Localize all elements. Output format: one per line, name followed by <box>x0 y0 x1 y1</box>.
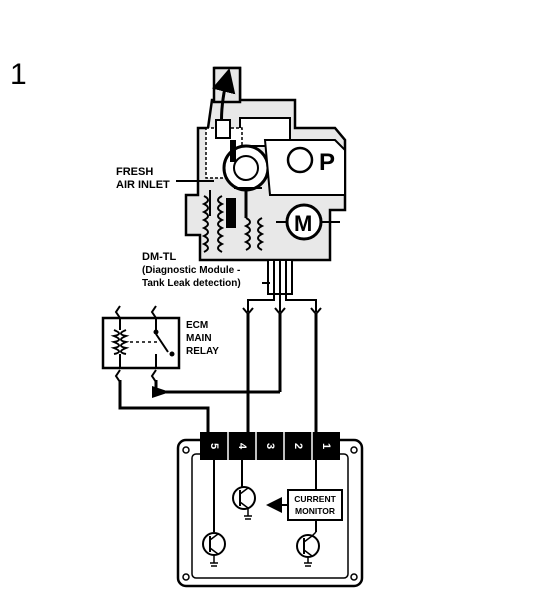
dmtl-title: DM-TL <box>142 251 176 263</box>
solenoid-coil <box>217 195 225 253</box>
valve-seat <box>215 119 231 139</box>
pin-label: 1 <box>320 443 332 449</box>
relay-coil <box>120 329 130 355</box>
current-monitor-label: MONITOR <box>295 506 335 516</box>
solenoid-armature <box>226 198 236 228</box>
pump-symbol: P <box>319 149 335 176</box>
relay-coil <box>110 329 120 355</box>
relay-label: RELAY <box>186 346 219 357</box>
figure-number: 1 <box>10 58 27 91</box>
dmtl-description: Tank Leak detection) <box>142 278 241 289</box>
pin-label: 4 <box>236 443 248 450</box>
relay-label: ECM <box>186 320 208 331</box>
valve-plunger <box>230 140 236 162</box>
transistor <box>232 486 256 510</box>
motor-coil <box>243 217 251 251</box>
valve-core <box>233 155 259 181</box>
solenoid-coil <box>201 195 209 253</box>
current-monitor <box>287 489 343 521</box>
ecm-main-relay <box>101 305 181 383</box>
fresh-air-label: AIR INLET <box>116 179 170 191</box>
current-monitor-label: CURRENT <box>294 494 336 504</box>
ecm-unit: 5 4 3 2 1 CURRENT <box>176 432 364 588</box>
relay-switch <box>155 333 169 353</box>
relay-wires <box>118 380 210 432</box>
motor-coil <box>257 217 265 251</box>
motor-symbol: M <box>294 211 312 236</box>
wire-junction <box>152 388 160 396</box>
dmtl-description: (Diagnostic Module - <box>142 265 240 276</box>
ecm-connector <box>200 432 340 460</box>
pin-label: 2 <box>292 443 304 449</box>
module-wires <box>166 294 322 432</box>
fresh-air-label: FRESH <box>116 166 153 178</box>
pump-reference-orifice <box>286 146 314 174</box>
relay-label: MAIN <box>186 333 212 344</box>
dmtl-module: P M <box>184 66 347 295</box>
pin-label: 3 <box>264 443 276 449</box>
pin-label: 5 <box>208 443 220 449</box>
